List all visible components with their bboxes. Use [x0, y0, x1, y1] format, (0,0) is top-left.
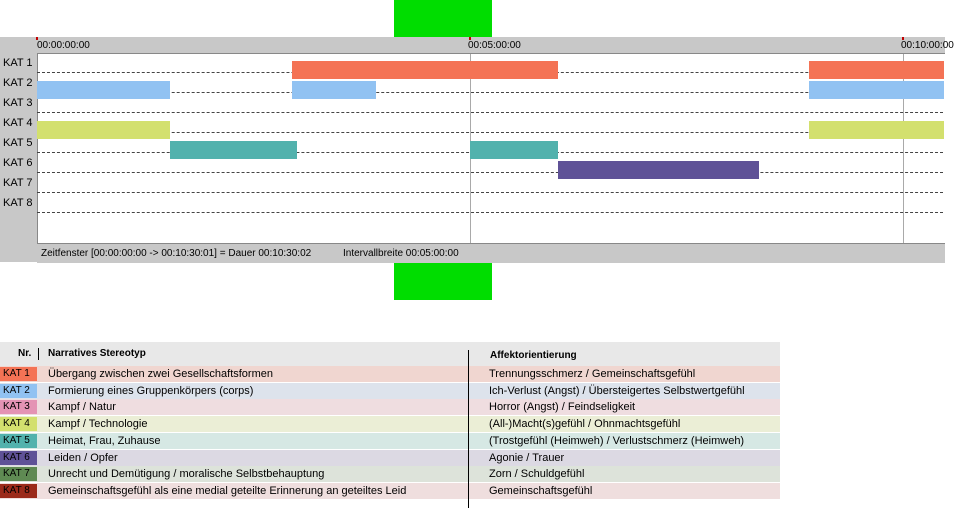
segment-kat-5[interactable]	[169, 141, 297, 159]
row-label-kat-8: KAT 8	[3, 197, 33, 209]
stereotype-text: Übergang zwischen zwei Gesellschaftsform…	[48, 368, 273, 380]
stereotype-text: Kampf / Natur	[48, 401, 116, 413]
row-label-kat-7: KAT 7	[3, 177, 33, 189]
ruler-tick-label: 00:10:00:00	[901, 40, 954, 51]
legend-header	[0, 342, 780, 366]
segment-kat-1[interactable]	[809, 61, 944, 79]
header-nr: Nr.	[18, 348, 32, 359]
segment-kat-1[interactable]	[292, 61, 559, 79]
stereotype-text: Gemeinschaftsgefühl als eine medial gete…	[48, 485, 407, 497]
legend-row: KAT 7 Unrecht und Demütigung / moralische…	[0, 466, 780, 482]
affect-text: (Trostgefühl (Heimweh) / Verlustschmerz …	[489, 435, 745, 447]
kat-swatch: KAT 3	[0, 400, 37, 414]
row-dashed-line	[37, 92, 943, 93]
legend-row: KAT 2 Formierung eines Gruppenkörpers (co…	[0, 383, 780, 399]
legend-row: KAT 3 Kampf / Natur Horror (Angst) / Feind…	[0, 399, 780, 415]
kat-swatch: KAT 2	[0, 384, 37, 398]
status-bar: Zeitfenster [00:00:00:00 -> 00:10:30:01]…	[37, 243, 945, 263]
category-legend: Nr. Narratives Stereotyp Affektorientier…	[0, 342, 780, 508]
header-separator	[38, 348, 39, 360]
segment-kat-5[interactable]	[470, 141, 559, 159]
time-window-text: Zeitfenster [00:00:00:00 -> 00:10:30:01]…	[41, 248, 312, 259]
timeline-panel: Zeitfenster [00:00:00:00 -> 00:10:30:01]…	[0, 37, 954, 263]
row-label-kat-6: KAT 6	[3, 157, 33, 169]
row-label-kat-1: KAT 1	[3, 57, 33, 69]
column-divider	[468, 350, 469, 508]
stereotype-text: Formierung eines Gruppenkörpers (corps)	[48, 385, 254, 397]
segment-kat-2[interactable]	[809, 81, 944, 99]
kat-swatch: KAT 7	[0, 467, 37, 481]
stereotype-text: Unrecht und Demütigung / moralische Selb…	[48, 468, 325, 480]
segment-kat-2[interactable]	[292, 81, 377, 99]
segment-kat-4[interactable]	[37, 121, 170, 139]
row-label-kat-3: KAT 3	[3, 97, 33, 109]
ruler-tick-mark	[902, 37, 904, 40]
green-marker-bottom	[394, 262, 492, 300]
stereotype-text: Kampf / Technologie	[48, 418, 148, 430]
affect-text: Gemeinschaftsgefühl	[489, 485, 593, 497]
kat-swatch: KAT 1	[0, 367, 37, 381]
row-label-kat-5: KAT 5	[3, 137, 33, 149]
row-label-kat-2: KAT 2	[3, 77, 33, 89]
row-dashed-line	[37, 172, 943, 173]
row-label-kat-4: KAT 4	[3, 117, 33, 129]
ruler-tick-mark	[469, 37, 471, 40]
time-gridline	[903, 54, 904, 243]
row-dashed-line	[37, 192, 943, 193]
row-label-column	[0, 37, 38, 262]
header-affect: Affektorientierung	[490, 350, 577, 361]
legend-row: KAT 8 Gemeinschaftsgefühl als eine medial…	[0, 483, 780, 499]
kat-swatch: KAT 4	[0, 417, 37, 431]
affect-text: Agonie / Trauer	[489, 452, 565, 464]
row-dashed-line	[37, 132, 943, 133]
ruler-tick-mark	[36, 37, 38, 40]
kat-swatch: KAT 5	[0, 434, 37, 448]
legend-row: KAT 6 Leiden / Opfer Agonie / Trauer	[0, 450, 780, 466]
interval-width-text: Intervallbreite 00:05:00:00	[343, 248, 459, 259]
row-dashed-line	[37, 112, 943, 113]
kat-swatch: KAT 8	[0, 484, 37, 498]
segment-kat-4[interactable]	[809, 121, 944, 139]
header-stereotype: Narratives Stereotyp	[48, 348, 146, 359]
affect-text: Zorn / Schuldgefühl	[489, 468, 585, 480]
affect-text: Ich-Verlust (Angst) / Übersteigertes Sel…	[489, 385, 745, 397]
green-marker-top	[394, 0, 492, 37]
time-ruler[interactable]	[37, 37, 945, 54]
legend-row: KAT 5 Heimat, Frau, Zuhause (Trostgefühl (…	[0, 433, 780, 449]
segment-kat-6[interactable]	[558, 161, 759, 179]
legend-row: KAT 4 Kampf / Technologie (All-)Macht(s)ge…	[0, 416, 780, 432]
segment-kat-2[interactable]	[37, 81, 170, 99]
ruler-tick-label: 00:05:00:00	[468, 40, 521, 51]
stereotype-text: Leiden / Opfer	[48, 452, 118, 464]
row-dashed-line	[37, 212, 943, 213]
legend-row: KAT 1 Übergang zwischen zwei Gesellschaft…	[0, 366, 780, 382]
affect-text: (All-)Macht(s)gefühl / Ohnmachtsgefühl	[489, 418, 681, 430]
affect-text: Trennungsschmerz / Gemeinschaftsgefühl	[489, 368, 696, 380]
stereotype-text: Heimat, Frau, Zuhause	[48, 435, 161, 447]
ruler-tick-label: 00:00:00:00	[37, 40, 90, 51]
kat-swatch: KAT 6	[0, 451, 37, 465]
affect-text: Horror (Angst) / Feindseligkeit	[489, 401, 636, 413]
